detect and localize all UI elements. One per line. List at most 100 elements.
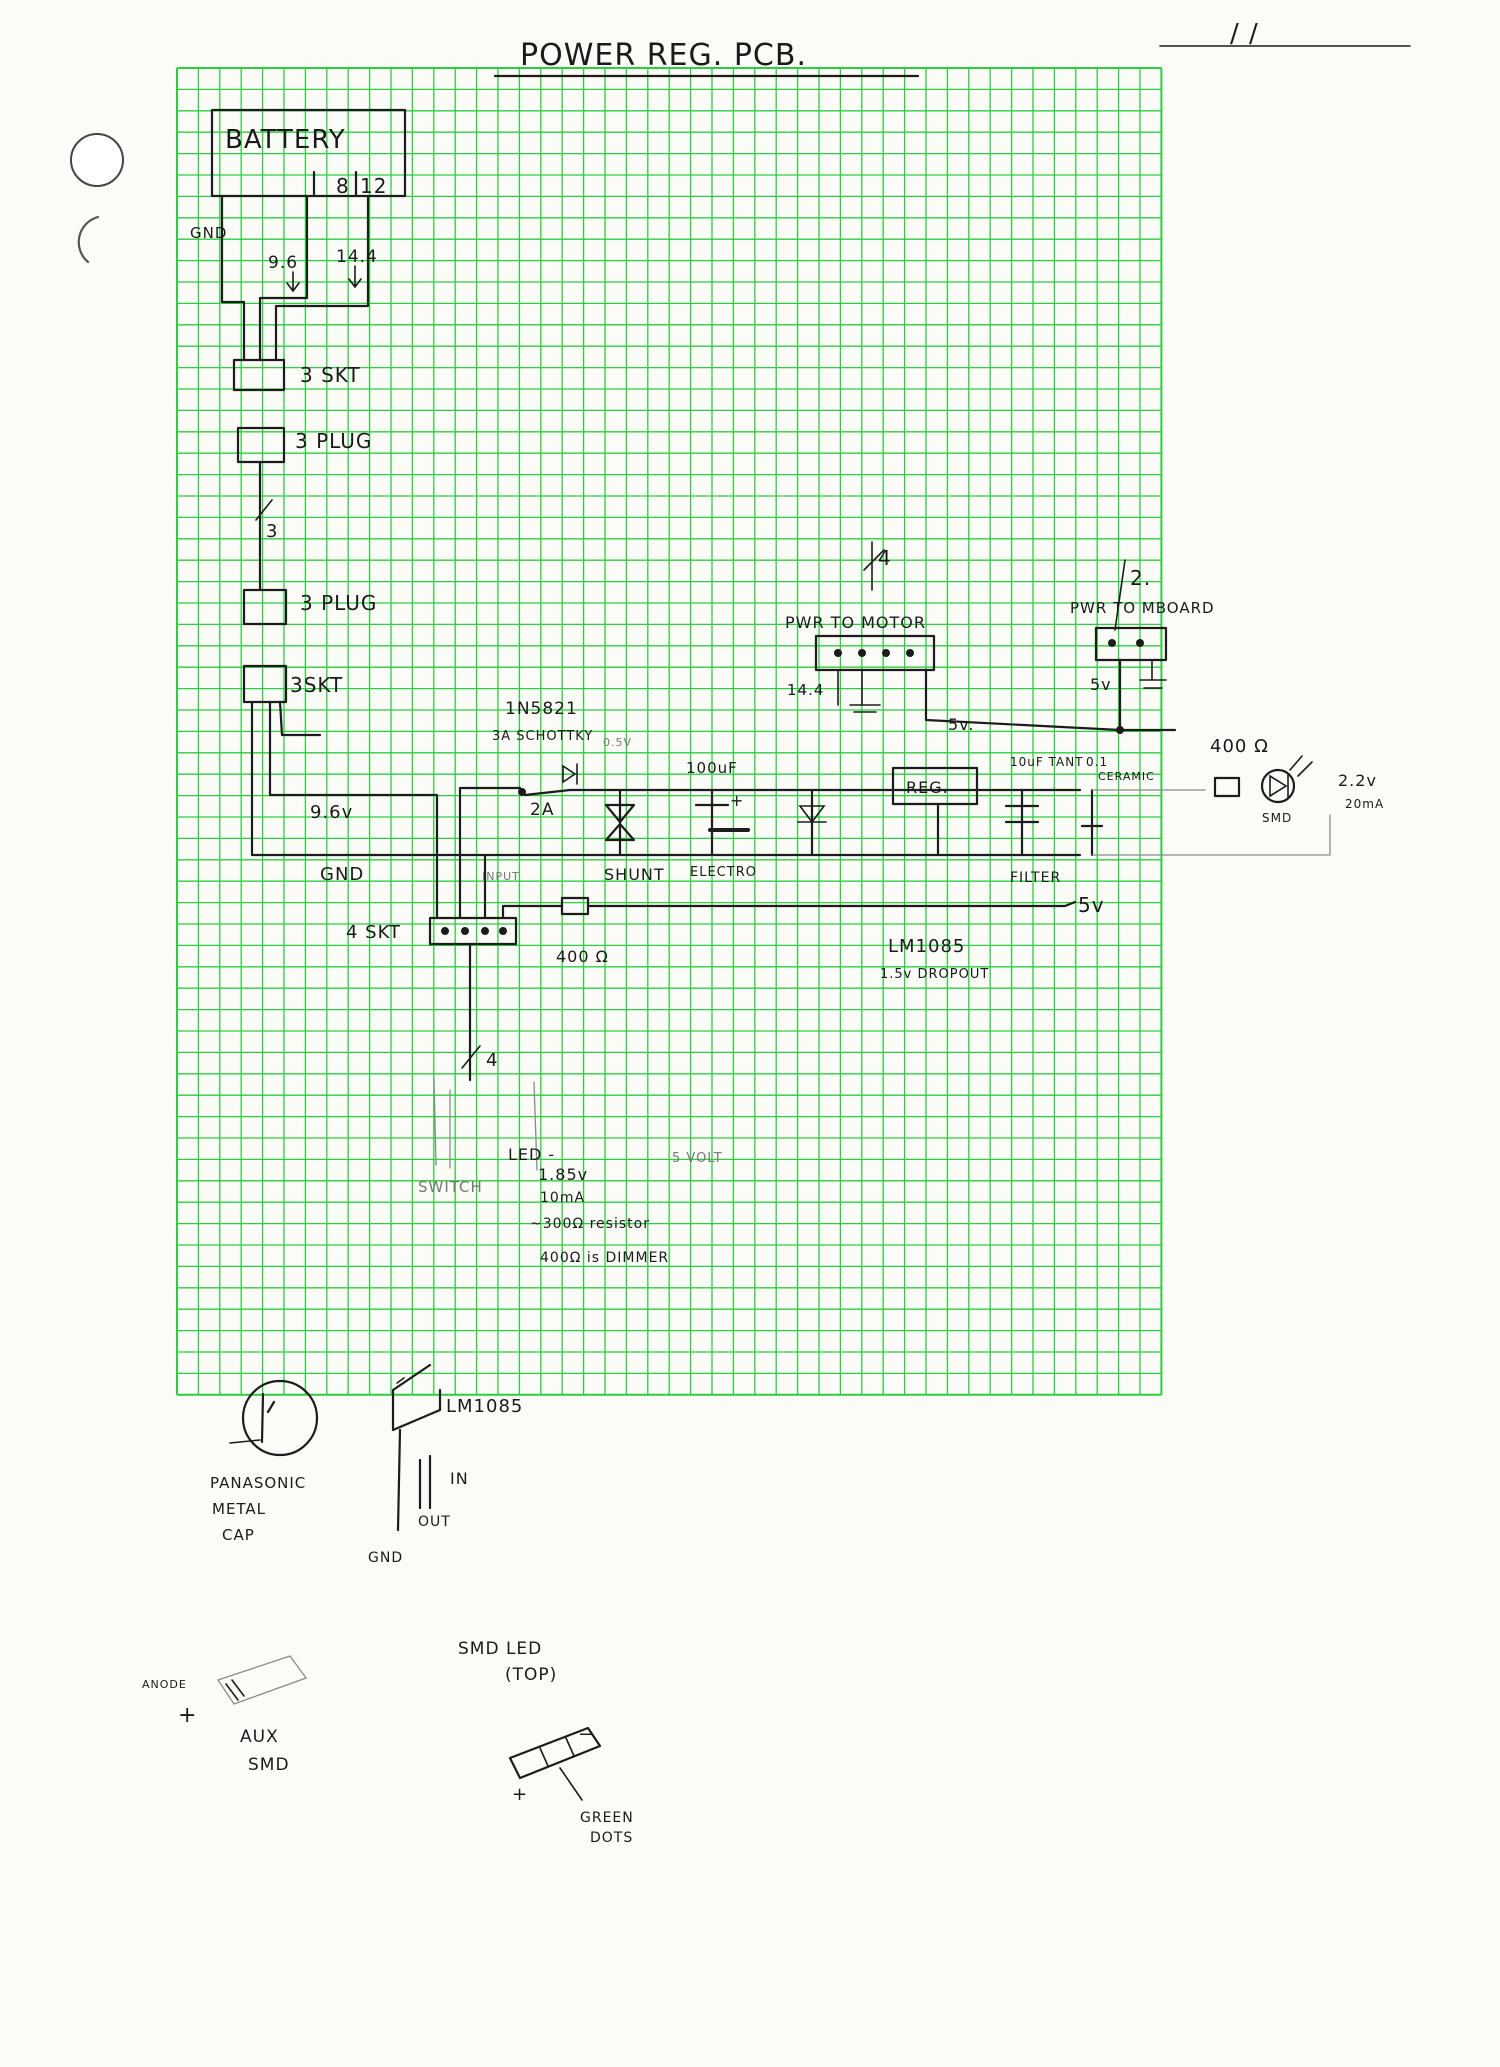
lm1085-tab — [396, 1377, 405, 1384]
lm1085-pin-gnd: GND — [368, 1550, 403, 1566]
shunt-label: SHUNT — [604, 865, 665, 884]
socket-4-pin-3 — [481, 927, 489, 935]
binder-hole-1 — [70, 133, 124, 187]
node-mboard — [1116, 726, 1124, 734]
motor-label: PWR TO MOTOR — [785, 613, 926, 632]
aux-label-2: SMD — [248, 1755, 290, 1775]
aux-smd-body — [216, 1655, 308, 1705]
switch-label: SWITCH — [418, 1178, 483, 1196]
mboard-pin-2 — [1136, 639, 1144, 647]
resistor-400 — [560, 896, 590, 916]
smd-led-body — [508, 1726, 602, 1780]
v96-label-top: 9.6 — [268, 253, 298, 273]
wire-14v4-tail — [278, 700, 322, 737]
cap-line-3: CAP — [222, 1526, 255, 1544]
output-5v: 5v — [1078, 893, 1105, 917]
motor-voltage: 14.4 — [787, 681, 824, 699]
led-body — [1260, 768, 1296, 804]
motor-pin-4 — [906, 649, 914, 657]
battery-arrow-144 — [348, 265, 362, 289]
battery-gnd-lead — [220, 194, 246, 362]
led-diode-symbol — [1269, 774, 1289, 798]
note-current: 10mA — [540, 1190, 585, 1206]
zener-2-symbol — [797, 805, 827, 824]
wire-motor-5v — [924, 668, 1122, 732]
mboard-label: PWR TO MBOARD — [1070, 599, 1215, 617]
cap-100uf: 100uF — [686, 759, 738, 777]
socket-4-pin-1 — [441, 927, 449, 935]
motor-pin-2 — [858, 649, 866, 657]
smd-plus: + — [512, 1784, 528, 1805]
filter-label: FILTER — [1010, 870, 1061, 886]
wire-socket4-5v — [501, 900, 1077, 920]
smd-minus: − — [578, 1724, 594, 1745]
cap-line-1: PANASONIC — [210, 1474, 306, 1492]
mboard-pin-1 — [1108, 639, 1116, 647]
ceramic-label: CERAMIC — [1098, 770, 1155, 783]
label-9v6: 9.6v — [310, 802, 353, 823]
resistor-400-label: 400 Ω — [556, 947, 609, 966]
regulator-5v-label: 5v. — [948, 715, 975, 734]
binder-hole-2 — [77, 215, 100, 264]
mboard-gnd-symbol — [1139, 659, 1167, 689]
v144-label-top: 14.4 — [336, 247, 378, 267]
aux-plus: + — [178, 1703, 197, 1728]
note-voltage: 1.85v — [538, 1165, 588, 1184]
led-smd: SMD — [1262, 811, 1292, 825]
led-rays — [1289, 755, 1313, 777]
shunt-diode-symbol — [604, 803, 636, 842]
note-faint: 5 VOLT — [672, 1151, 723, 1166]
mboard-connector — [1094, 626, 1168, 662]
note-dimmer: 400Ω is DIMMER — [540, 1250, 669, 1266]
lm1085-pin-out: OUT — [418, 1514, 451, 1530]
aux-smd-marks — [225, 1679, 245, 1701]
socket-4-pin-2 — [461, 927, 469, 935]
socket-3-lower — [242, 664, 288, 704]
plug-3-upper-label: 3 PLUG — [295, 429, 372, 453]
page-title: POWER REG. PCB. — [520, 38, 807, 73]
wire-gnd-rail — [250, 700, 1082, 857]
wire-9v6-rail — [268, 700, 439, 920]
note-resistor: ~300Ω resistor — [530, 1216, 650, 1232]
schottky-part: 1N5821 — [505, 699, 578, 719]
label-gnd: GND — [320, 864, 364, 885]
aux-anode: ANODE — [142, 1678, 187, 1691]
battery-box — [210, 108, 407, 198]
socket-4-pin-4 — [499, 927, 507, 935]
graph-paper-grid — [176, 67, 1163, 1396]
schottky-rating: 3A SCHOTTKY — [492, 729, 593, 744]
panasonic-cap-lead — [229, 1439, 261, 1444]
wire-led — [1091, 789, 1331, 856]
plug-3-lower — [242, 588, 288, 626]
current-2a: 2A — [530, 800, 554, 820]
lm1085-pin-in: IN — [450, 1469, 469, 1488]
led-resistor — [1213, 776, 1241, 798]
regulator-box — [891, 766, 979, 806]
motor-connector — [814, 634, 936, 672]
schottky-diode — [562, 763, 578, 785]
led-voltage: 2.2v — [1338, 771, 1377, 790]
smd-pointer — [559, 1767, 583, 1801]
smd-title: SMD LED — [458, 1639, 542, 1659]
motor-pin-1 — [834, 649, 842, 657]
lm1085-package — [391, 1363, 442, 1532]
motor-cable-tick — [863, 549, 885, 571]
battery-pin-a: 8 — [336, 174, 350, 198]
cable-4-tick — [461, 1045, 481, 1069]
battery-arrow-96 — [286, 271, 300, 293]
battery-pin-b: 12 — [360, 174, 387, 198]
led-resistor-label: 400 Ω — [1210, 736, 1269, 757]
led-current: 20mA — [1345, 797, 1384, 811]
gnd-label-top: GND — [190, 224, 227, 242]
smd-subtitle: (TOP) — [505, 1665, 557, 1685]
dropout-note: 1.5v DROPOUT — [880, 967, 989, 982]
aux-label-1: AUX — [240, 1727, 279, 1747]
socket-4 — [428, 916, 518, 946]
cable-3-tick — [255, 499, 273, 521]
socket-3-upper-label: 3 SKT — [300, 363, 361, 387]
smd-led-marks — [539, 1737, 575, 1767]
mboard-count: 2. — [1130, 566, 1151, 590]
wire-mboard-5v — [1118, 658, 1177, 732]
node-schottky-in — [518, 788, 526, 796]
